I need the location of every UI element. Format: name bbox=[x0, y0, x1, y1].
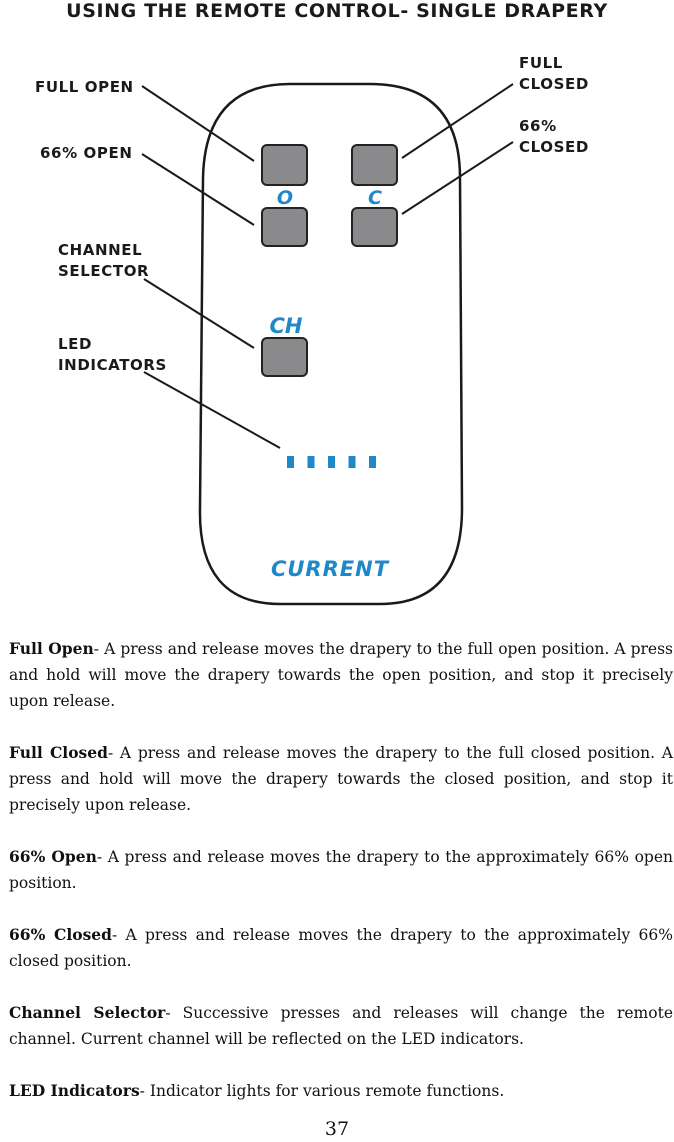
led-indicator bbox=[328, 456, 335, 468]
desc-led-indicators: LED Indicators- Indicator lights for var… bbox=[9, 1078, 673, 1104]
text-open-66: - A press and release moves the drapery … bbox=[9, 848, 673, 892]
function-descriptions: Full Open- A press and release moves the… bbox=[9, 636, 673, 1130]
led-indicator bbox=[348, 456, 356, 468]
callout-full-closed-line1: FULL bbox=[519, 54, 563, 72]
desc-channel-selector: Channel Selector- Successive presses and… bbox=[9, 1000, 673, 1052]
leader-full-closed bbox=[401, 83, 514, 159]
callout-led-indicators-line1: LED bbox=[58, 335, 93, 353]
callout-led-indicators: LED INDICATORS bbox=[58, 334, 167, 376]
callout-channel-selector-line2: SELECTOR bbox=[58, 262, 150, 280]
remote-body bbox=[198, 82, 464, 606]
callout-full-open: FULL OPEN bbox=[35, 77, 134, 98]
closed-66-button bbox=[351, 207, 398, 247]
leader-channel-selector bbox=[143, 278, 255, 349]
full-closed-button bbox=[351, 144, 398, 186]
leader-closed-66 bbox=[401, 141, 514, 215]
desc-closed-66: 66% Closed- A press and release moves th… bbox=[9, 922, 673, 974]
page-number: 37 bbox=[324, 1118, 350, 1140]
desc-full-open: Full Open- A press and release moves the… bbox=[9, 636, 673, 714]
term-channel-selector: Channel Selector bbox=[9, 1003, 166, 1022]
remote-illustration: O C CH CURRENT bbox=[141, 82, 514, 606]
ch-label: CH bbox=[270, 314, 303, 338]
callout-led-indicators-line2: INDICATORS bbox=[58, 356, 167, 374]
callout-closed-66-line1: 66% bbox=[519, 117, 557, 135]
led-indicator bbox=[369, 456, 376, 468]
text-closed-66: - A press and release moves the drapery … bbox=[9, 926, 673, 970]
led-indicators bbox=[287, 456, 376, 468]
leader-led-indicators bbox=[143, 371, 281, 449]
term-led-indicators: LED Indicators bbox=[9, 1081, 140, 1100]
term-closed-66: 66% Closed bbox=[9, 925, 113, 944]
callout-closed-66: 66% CLOSED bbox=[519, 116, 589, 158]
close-letter: C bbox=[368, 187, 382, 209]
channel-selector-button bbox=[261, 337, 308, 377]
term-full-closed: Full Closed bbox=[9, 743, 108, 762]
leader-full-open bbox=[141, 85, 255, 162]
open-letter: O bbox=[277, 187, 293, 209]
callout-full-closed-line2: CLOSED bbox=[519, 75, 589, 93]
text-full-open: - A press and release moves the drapery … bbox=[9, 640, 673, 710]
text-channel-selector: - Successive presses and releases will c… bbox=[9, 1004, 673, 1048]
remote-diagram: O C CH CURRENT FULL OPEN 66% OPEN FULL C… bbox=[0, 28, 674, 618]
desc-open-66: 66% Open- A press and release moves the … bbox=[9, 844, 673, 896]
brand-logo: CURRENT bbox=[271, 557, 390, 581]
callout-open-66-label: 66% OPEN bbox=[40, 144, 133, 162]
page-title: USING THE REMOTE CONTROL- SINGLE DRAPERY bbox=[66, 0, 608, 22]
term-open-66: 66% Open bbox=[9, 847, 97, 866]
callout-channel-selector-line1: CHANNEL bbox=[58, 241, 143, 259]
leader-open-66 bbox=[141, 153, 255, 226]
callout-full-closed: FULL CLOSED bbox=[519, 53, 589, 95]
callout-closed-66-line2: CLOSED bbox=[519, 138, 589, 156]
term-full-open: Full Open bbox=[9, 639, 94, 658]
led-indicator bbox=[307, 456, 315, 468]
open-66-button bbox=[261, 207, 308, 247]
callout-open-66: 66% OPEN bbox=[40, 143, 132, 164]
text-led-indicators: - Indicator lights for various remote fu… bbox=[139, 1082, 505, 1100]
desc-full-closed: Full Closed- A press and release moves t… bbox=[9, 740, 673, 818]
text-full-closed: - A press and release moves the drapery … bbox=[9, 744, 673, 814]
led-indicator bbox=[287, 456, 294, 468]
callout-full-open-label: FULL OPEN bbox=[35, 78, 134, 96]
full-open-button bbox=[261, 144, 308, 186]
callout-channel-selector: CHANNEL SELECTOR bbox=[58, 240, 149, 282]
